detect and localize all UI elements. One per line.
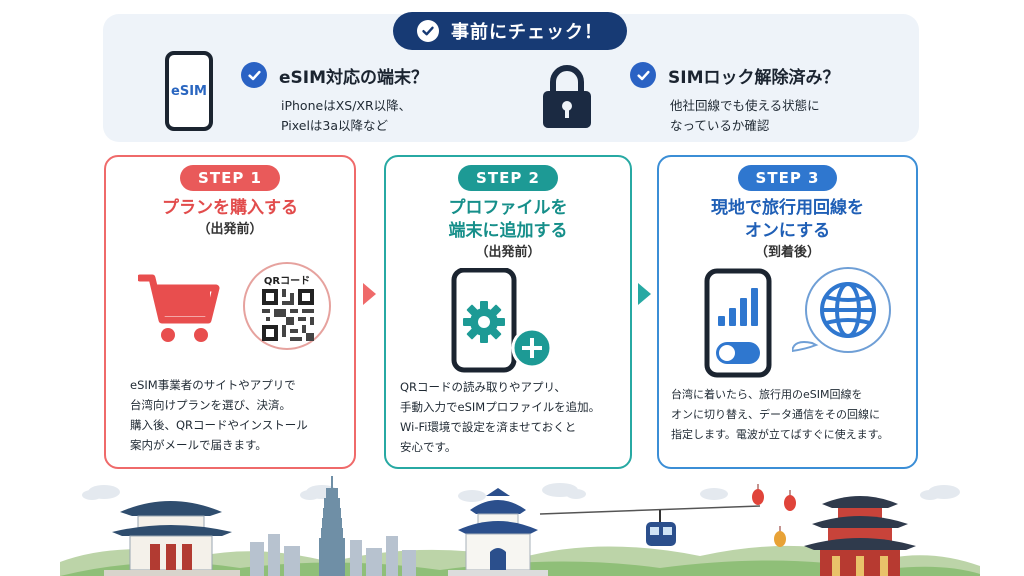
shopping-cart-icon bbox=[138, 274, 220, 342]
checkmark-icon bbox=[630, 62, 656, 88]
check-item-desc: iPhoneはXS/XR以降、 Pixelは3a以降など bbox=[281, 96, 428, 136]
step-badge: STEP 3 bbox=[737, 165, 838, 191]
step-description-line: オンに切り替え、データ通信をその回線に bbox=[671, 408, 880, 421]
step-description: 台湾に着いたら、旅行用のeSIM回線を オンに切り替え、データ通信をその回線に … bbox=[659, 385, 916, 445]
arrow-right-icon bbox=[363, 283, 376, 305]
lantern-icon bbox=[752, 484, 796, 547]
temple-left bbox=[104, 501, 240, 576]
check-item-desc-line: iPhoneはXS/XR以降、 bbox=[281, 98, 412, 113]
step-badge: STEP 1 bbox=[180, 165, 280, 191]
pagoda-right bbox=[804, 496, 916, 576]
check-item-desc-line: Pixelは3a以降など bbox=[281, 118, 389, 133]
check-item-title: SIMロック解除済み？ bbox=[668, 67, 840, 88]
step-title-line: オンにする bbox=[744, 221, 831, 241]
step-description: QRコードの読み取りやアプリ、 手動入力でeSIMプロファイルを追加。 Wi-F… bbox=[386, 377, 630, 457]
step-title-line: 端末に追加する bbox=[448, 221, 568, 241]
step-timing: （到着後） bbox=[754, 245, 820, 260]
memorial-hall bbox=[448, 488, 548, 576]
check-item-title: eSIM対応の端末？ bbox=[279, 67, 429, 88]
step-title: 現地で旅行用回線を オンにする bbox=[659, 197, 916, 243]
pre-check-title: 事前にチェック！ bbox=[451, 22, 603, 43]
step-card-2: STEP 2 プロファイルを 端末に追加する （出発前） QRコードの読み取りや… bbox=[384, 155, 632, 469]
esim-phone-label: eSIM bbox=[171, 83, 207, 99]
step-description-line: 台湾向けプランを選び、決済。 bbox=[130, 398, 291, 412]
step-description-line: Wi-Fi環境で設定を済ませておくと bbox=[400, 420, 577, 434]
step-description-line: 案内がメールで届きます。 bbox=[130, 438, 267, 452]
step-description-line: 安心です。 bbox=[400, 440, 457, 454]
check-item-desc-line: なっているか確認 bbox=[670, 118, 770, 133]
taipei-101-tower bbox=[319, 476, 345, 576]
step-timing: （出発前） bbox=[475, 245, 541, 260]
step-description: eSIM事業者のサイトやアプリで 台湾向けプランを選び、決済。 購入後、QRコー… bbox=[106, 375, 354, 455]
qr-code-icon bbox=[262, 289, 314, 341]
phone-signal-toggle-icon bbox=[704, 268, 772, 378]
step-title: プランを購入する bbox=[106, 197, 354, 220]
arrow-right-icon bbox=[638, 283, 651, 305]
esim-phone-icon: eSIM bbox=[165, 51, 213, 131]
cloud-icon bbox=[82, 483, 960, 502]
step-timing: （出発前） bbox=[197, 222, 263, 237]
checkmark-icon bbox=[241, 62, 267, 88]
check-item-desc-line: 他社回線でも使える状態に bbox=[670, 98, 820, 113]
step-description-line: 手動入力でeSIMプロファイルを追加。 bbox=[400, 400, 601, 414]
step-title-line: 現地で旅行用回線を bbox=[711, 198, 864, 218]
check-circle-icon bbox=[417, 20, 439, 42]
step-title-line: プランを購入する bbox=[162, 198, 298, 218]
step-description-line: QRコードの読み取りやアプリ、 bbox=[400, 380, 566, 394]
step-badge: STEP 2 bbox=[458, 165, 558, 191]
phone-settings-add-icon bbox=[451, 268, 553, 373]
check-item-sim-unlock: SIMロック解除済み？ 他社回線でも使える状態に なっているか確認 bbox=[630, 62, 840, 136]
taiwan-landmarks-scenery bbox=[60, 476, 980, 576]
globe-bubble-icon bbox=[792, 267, 891, 353]
step-title-line: プロファイルを bbox=[448, 198, 568, 218]
check-item-desc: 他社回線でも使える状態に なっているか確認 bbox=[670, 96, 840, 136]
check-item-esim-device: eSIM対応の端末？ iPhoneはXS/XR以降、 Pixelは3a以降など bbox=[241, 62, 428, 136]
gondola-icon bbox=[646, 510, 676, 546]
pre-check-pill: 事前にチェック！ bbox=[393, 12, 627, 50]
qr-code-label: QRコード bbox=[263, 276, 311, 287]
step-description-line: 購入後、QRコードやインストール bbox=[130, 418, 308, 432]
qr-code-bubble: QRコード bbox=[243, 262, 331, 350]
step-title: プロファイルを 端末に追加する bbox=[386, 197, 630, 243]
step-description-line: 指定します。電波が立てばすぐに使えます。 bbox=[671, 428, 889, 441]
lock-icon bbox=[543, 65, 591, 128]
step-description-line: eSIM事業者のサイトやアプリで bbox=[130, 378, 296, 392]
step-description-line: 台湾に着いたら、旅行用のeSIM回線を bbox=[671, 388, 863, 401]
